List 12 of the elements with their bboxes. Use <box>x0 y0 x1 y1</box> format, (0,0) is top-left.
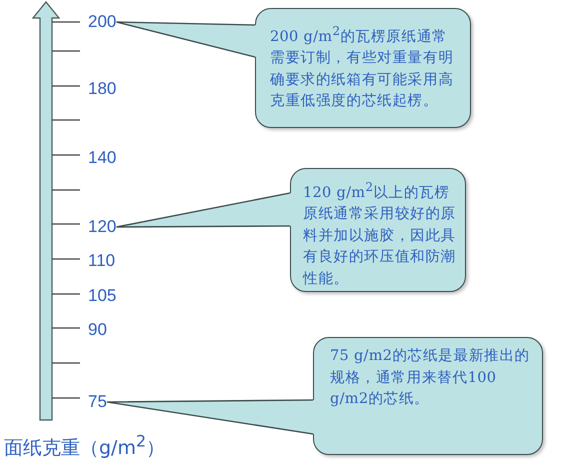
scale-value: 140 <box>88 148 116 168</box>
scale-value: 105 <box>88 286 116 306</box>
callout-bubble: 200 g/m$^{2}$的瓦楞原纸通常需要订制，有些对重量有明确要求的纸箱有可能采用高克重低强度的芯纸起楞。 <box>255 8 471 128</box>
scale-value: 90 <box>88 320 107 340</box>
axis-title: 面纸克重（g/m$^{2}$） <box>4 432 166 462</box>
callout-bubble: 75 g/m2的芯纸是最新推出的规格，通常用来替代100 g/m2的芯纸。 <box>313 337 543 455</box>
callout-bubble: 120 g/m$^{2}$以上的瓦楞原纸通常采用较好的原料并加以施胶，因此具有良好的环压值和防潮性能。 <box>290 168 466 292</box>
scale-value: 110 <box>88 251 116 271</box>
scale-value: 200 <box>88 12 116 32</box>
scale-value: 180 <box>88 79 116 99</box>
scale-value: 75 <box>88 392 107 412</box>
scale-value: 120 <box>88 217 116 237</box>
